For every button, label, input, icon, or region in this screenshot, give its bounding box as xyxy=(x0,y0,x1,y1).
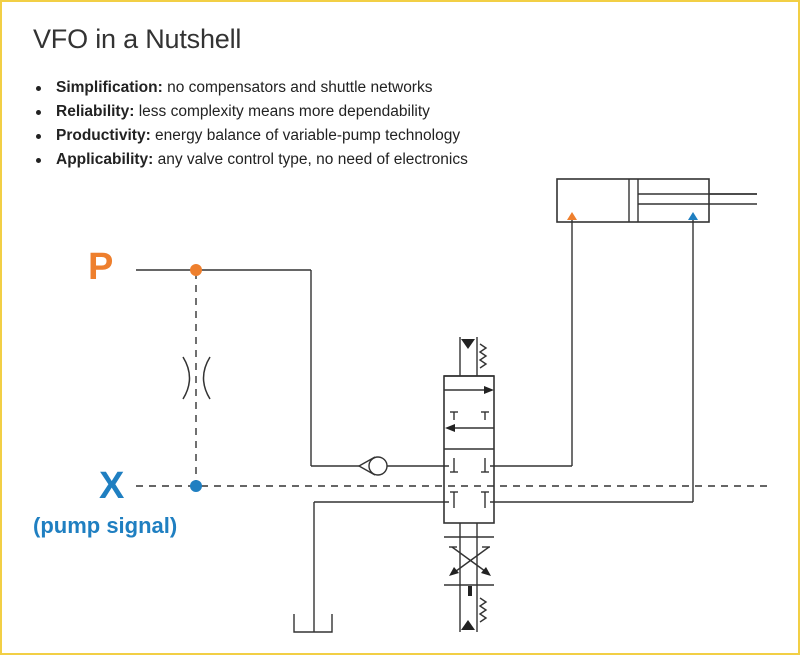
spring-icon xyxy=(478,343,488,369)
flow-arrow-icon xyxy=(484,386,494,394)
valve-core-marker xyxy=(468,586,472,596)
flow-arrow-icon xyxy=(449,567,459,576)
bullet-text: no compensators and shuttle networks xyxy=(162,79,433,96)
flow-arrow-icon xyxy=(445,424,455,432)
feature-list: Simplification: no compensators and shut… xyxy=(34,76,468,172)
spring-icon xyxy=(478,597,488,623)
pressure-node-dot xyxy=(190,264,202,276)
bullet-text: less complexity means more dependability xyxy=(134,103,430,120)
list-item: Applicability: any valve control type, n… xyxy=(34,148,468,172)
list-item: Productivity: energy balance of variable… xyxy=(34,124,468,148)
cylinder-port-b-line xyxy=(490,218,694,503)
tank-line xyxy=(313,501,449,632)
port-b-marker-icon xyxy=(688,212,698,220)
pressure-line xyxy=(136,269,359,467)
hydraulic-cylinder xyxy=(556,178,757,223)
pump-signal-line-label: X xyxy=(99,465,125,507)
pressure-line-label: P xyxy=(88,246,114,288)
pump-signal-caption: (pump signal) xyxy=(33,513,178,538)
flow-arrow-icon xyxy=(481,567,491,576)
page-title: VFO in a Nutshell xyxy=(33,24,242,54)
bullet-icon xyxy=(36,134,41,139)
actuator-triangle-icon xyxy=(461,339,475,349)
tank-symbol xyxy=(293,614,333,633)
bullet-term: Simplification: xyxy=(56,79,163,96)
bullet-icon xyxy=(36,86,41,91)
bullet-term: Productivity: xyxy=(56,127,151,144)
cylinder-port-a-line xyxy=(490,218,573,467)
signal-node-dot xyxy=(190,480,202,492)
bullet-icon xyxy=(36,158,41,163)
check-valve-symbol xyxy=(357,456,449,476)
actuator-triangle-icon xyxy=(461,620,475,630)
bullet-icon xyxy=(36,110,41,115)
bullet-term: Reliability: xyxy=(56,103,135,120)
list-item: Reliability: less complexity means more … xyxy=(34,100,468,124)
list-item: Simplification: no compensators and shut… xyxy=(34,76,468,100)
orifice-symbol xyxy=(182,356,211,400)
bullet-term: Applicability: xyxy=(56,151,154,168)
bullet-text: energy balance of variable-pump technolo… xyxy=(150,127,461,144)
bullet-text: any valve control type, no need of elect… xyxy=(153,151,468,168)
port-a-marker-icon xyxy=(567,212,577,220)
directional-valve xyxy=(443,337,495,632)
